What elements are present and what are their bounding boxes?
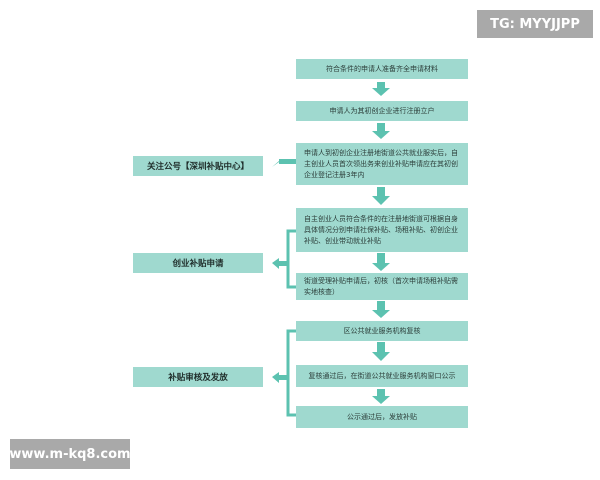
label-text: 补贴审核及发放 [168, 373, 228, 383]
flow-step-text: 申请人到初创企业注册地街道公共就业服实后，自主创业人员首次领出务来创业补贴申请应… [304, 148, 458, 179]
flow-step-subsidy-types: 自主创业人员符合条件的在注册地街道可根据自身具体情况分别申请社保补贴、场租补贴、… [296, 208, 468, 252]
flow-step-text: 公示通过后，发放补贴 [347, 413, 417, 421]
label-subsidy-application: 创业补贴申请 [133, 253, 263, 273]
watermark-bottom-left: www.m-kq8.com [9, 439, 131, 469]
bracket-review [286, 329, 296, 417]
label-review-and-payout: 补贴审核及发放 [133, 367, 263, 387]
arrow-left-label-3 [272, 372, 288, 383]
flow-step-text: 复核通过后，在街道公共就业服务机构窗口公示 [308, 372, 456, 380]
label-text: 关注公号【深圳补贴中心】 [146, 162, 249, 172]
flow-step-text: 街道受理补贴申请后，初核（首次申请场租补贴需实地核查） [304, 276, 458, 296]
flow-step-prepare-materials: 符合条件的申请人准备齐全申请材料 [296, 59, 468, 79]
arrow-down-1 [372, 82, 390, 96]
watermark-top-right: TG: MYYJJPP [477, 10, 593, 38]
watermark-text: TG: MYYJJPP [490, 16, 580, 32]
arrow-down-6 [372, 342, 390, 361]
watermark-text: www.m-kq8.com [9, 446, 131, 462]
arrow-left-label-1 [272, 159, 296, 167]
flow-step-text: 符合条件的申请人准备齐全申请材料 [326, 65, 438, 73]
label-follow-account: 关注公号【深圳补贴中心】 [133, 156, 263, 176]
flow-step-register: 申请人为其初创企业进行注册立户 [296, 101, 468, 121]
label-text: 创业补贴申请 [172, 259, 224, 269]
flow-step-publicity: 复核通过后，在街道公共就业服务机构窗口公示 [296, 365, 468, 387]
flow-step-apply-deadline: 申请人到初创企业注册地街道公共就业服实后，自主创业人员首次领出务来创业补贴申请应… [296, 143, 468, 185]
arrow-down-7 [372, 389, 390, 404]
arrow-down-3 [372, 187, 390, 205]
arrow-down-4 [372, 253, 390, 271]
arrow-left-label-2 [272, 258, 288, 269]
flow-step-district-review: 区公共就业服务机构复核 [296, 321, 468, 341]
flow-step-text: 申请人为其初创企业进行注册立户 [329, 107, 435, 115]
arrow-down-5 [372, 301, 390, 318]
flow-step-initial-review: 街道受理补贴申请后，初核（首次申请场租补贴需实地核查） [296, 273, 468, 300]
flow-step-text: 自主创业人员符合条件的在注册地街道可根据自身具体情况分别申请社保补贴、场租补贴、… [304, 214, 458, 245]
flow-step-payout: 公示通过后，发放补贴 [296, 406, 468, 428]
bracket-apply [286, 229, 296, 289]
arrow-down-2 [372, 123, 390, 139]
flow-step-text: 区公共就业服务机构复核 [343, 327, 421, 335]
